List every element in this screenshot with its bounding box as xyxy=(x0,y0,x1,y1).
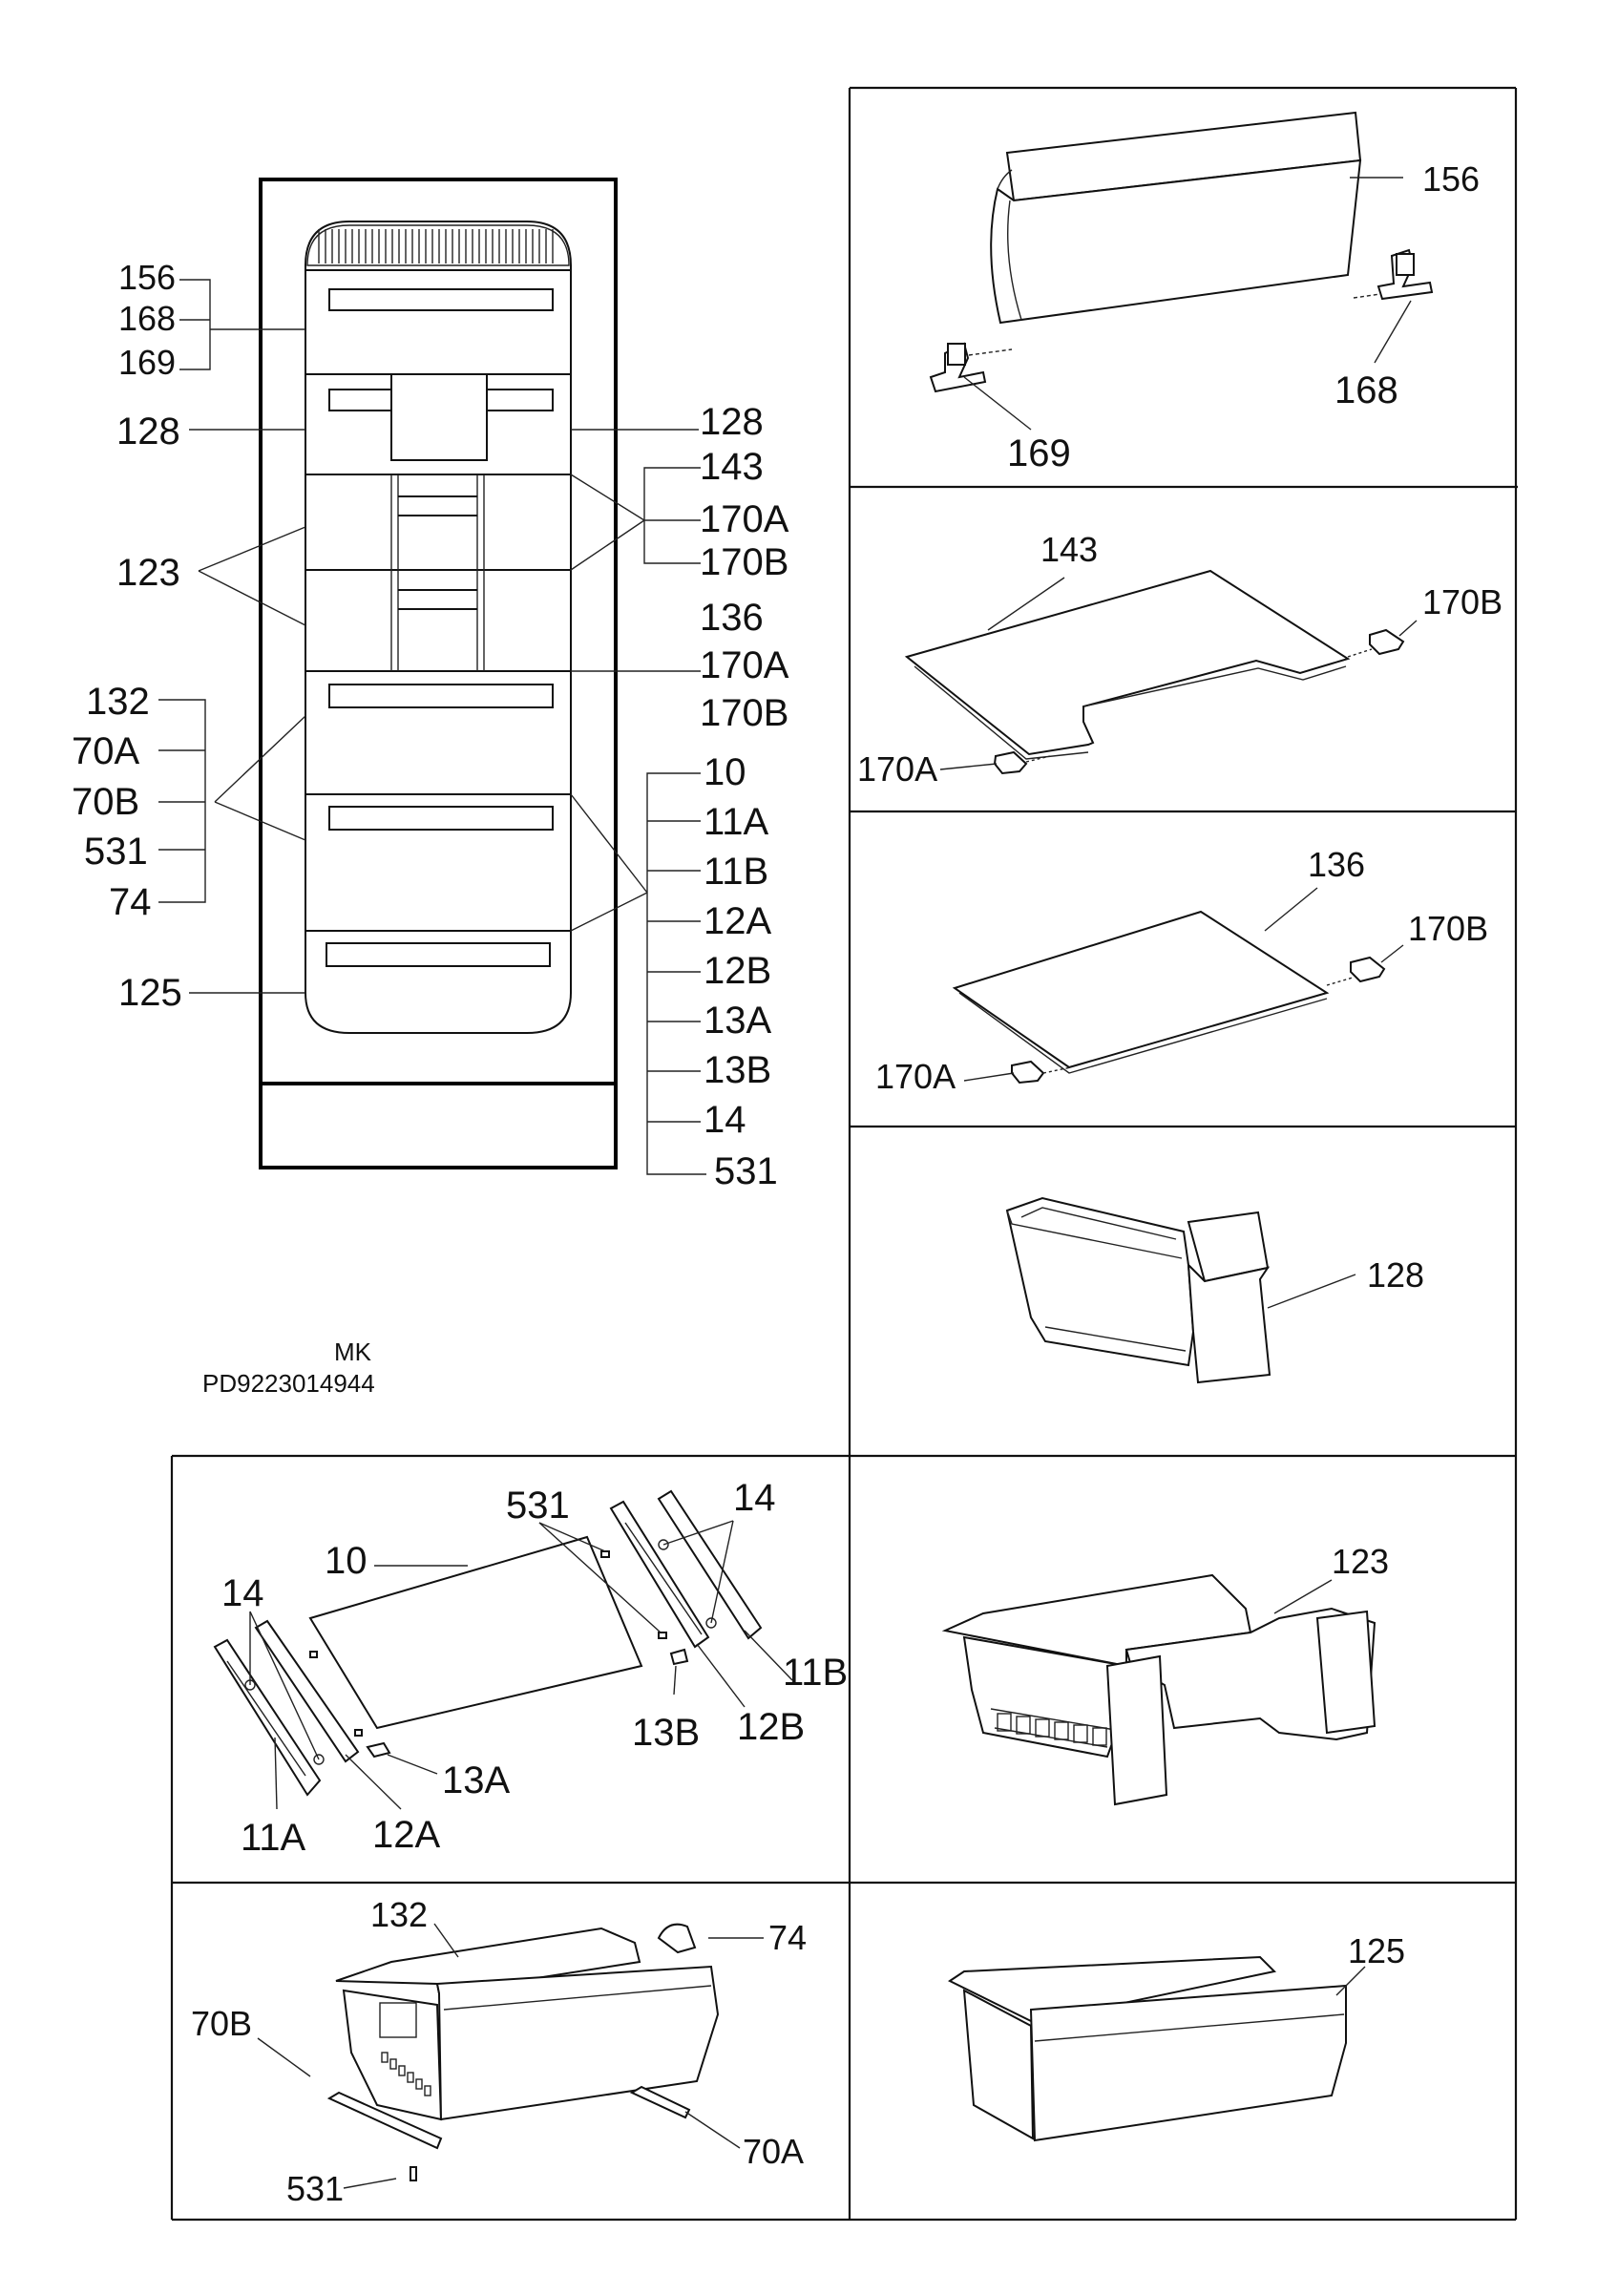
panel-bin-double: 123 xyxy=(941,1542,1389,1806)
rail-70A xyxy=(629,2085,691,2119)
label-14: 14 xyxy=(704,1099,746,1141)
rail-11A xyxy=(213,1638,322,1797)
label-125: 125 xyxy=(118,972,182,1014)
drawer-132-left-side xyxy=(342,1989,443,2121)
stop-13B xyxy=(669,1648,689,1666)
clip-170B-1 xyxy=(1369,628,1405,656)
label-12B-panel: 12B xyxy=(737,1706,805,1748)
label-531-left: 531 xyxy=(84,831,148,873)
glass-10 xyxy=(308,1535,643,1730)
label-123: 123 xyxy=(116,552,180,594)
left-leaders xyxy=(158,279,306,994)
label-11B-panel: 11B xyxy=(783,1652,848,1694)
label-170A-2: 170A xyxy=(700,644,789,686)
label-123-panel: 123 xyxy=(1332,1542,1389,1581)
label-10: 10 xyxy=(704,751,746,793)
label-125-panel: 125 xyxy=(1348,1931,1405,1970)
label-13A-panel: 13A xyxy=(442,1759,510,1801)
fridge-overview: 156 168 169 128 123 132 70A 70B 531 74 1… xyxy=(72,178,789,1398)
label-128-right: 128 xyxy=(700,401,764,443)
label-170A-1: 170A xyxy=(700,498,789,540)
label-14-right: 14 xyxy=(733,1477,776,1519)
label-170B-1: 170B xyxy=(700,541,788,583)
label-70A-panel: 70A xyxy=(743,2132,804,2171)
hinge-168 xyxy=(1353,248,1434,364)
label-170A-panel2: 170A xyxy=(875,1057,956,1096)
drawer-125-rim xyxy=(948,1955,1277,2024)
model-code: MK xyxy=(334,1338,372,1366)
panel-door-bin: 128 xyxy=(1005,1196,1424,1384)
bin-123-right-body xyxy=(1124,1607,1376,1741)
glass-shelf-143 xyxy=(904,569,1351,756)
label-136-panel: 136 xyxy=(1308,845,1365,884)
label-70B-panel: 70B xyxy=(191,2004,252,2043)
label-70B: 70B xyxy=(72,781,139,823)
part-number: PD9223014944 xyxy=(202,1369,375,1398)
flap-body xyxy=(990,158,1362,325)
stop-13A xyxy=(366,1741,391,1759)
panel-shelf-notched: 143 170B 170A xyxy=(857,530,1502,789)
knob-74 xyxy=(657,1923,697,1954)
label-143-panel: 143 xyxy=(1040,530,1098,569)
right-leaders xyxy=(570,429,706,1175)
label-170B-2: 170B xyxy=(700,692,788,734)
label-13B: 13B xyxy=(704,1049,771,1091)
label-11B: 11B xyxy=(704,851,768,893)
label-169: 169 xyxy=(118,343,176,382)
label-11A-panel: 11A xyxy=(241,1817,306,1859)
label-531-right: 531 xyxy=(714,1150,778,1192)
vent-grille xyxy=(306,224,570,266)
panel-drawer: 74 70B 70A 531 132 xyxy=(191,1895,807,2208)
label-143: 143 xyxy=(700,446,764,488)
label-170B-panel2: 170B xyxy=(1408,909,1488,948)
label-70A: 70A xyxy=(72,730,139,772)
label-14-left: 14 xyxy=(221,1572,264,1614)
label-11A: 11A xyxy=(704,801,769,843)
bin-123-side-plate xyxy=(1315,1610,1376,1735)
label-132: 132 xyxy=(86,681,150,723)
label-12A-panel: 12A xyxy=(372,1814,440,1856)
panel-shelf-plain: 136 170B 170A xyxy=(875,845,1488,1096)
label-12B: 12B xyxy=(704,950,771,992)
label-169-panel: 169 xyxy=(1007,432,1071,474)
label-156-panel: 156 xyxy=(1422,159,1480,199)
drawer-125-left-side xyxy=(962,1989,1035,2140)
glass-shelf-136 xyxy=(952,910,1330,1069)
label-170B-panel1: 170B xyxy=(1422,582,1502,621)
label-156: 156 xyxy=(118,258,176,297)
label-13B-panel: 13B xyxy=(632,1712,700,1754)
label-10-panel: 10 xyxy=(325,1540,368,1582)
door-inner-outline xyxy=(305,221,572,1034)
label-136: 136 xyxy=(700,597,764,639)
label-531-panel-drawer: 531 xyxy=(286,2169,344,2208)
label-74: 74 xyxy=(109,881,152,923)
drawer-125-front xyxy=(1029,1984,1347,2142)
label-531-panel: 531 xyxy=(506,1485,570,1527)
drawer-132-front xyxy=(435,1965,720,2121)
label-128-left: 128 xyxy=(116,411,180,453)
label-13A: 13A xyxy=(704,1000,771,1042)
label-168-panel: 168 xyxy=(1334,369,1398,411)
label-74-panel: 74 xyxy=(768,1918,807,1957)
label-170A-panel1: 170A xyxy=(857,749,937,789)
label-132-panel: 132 xyxy=(370,1895,428,1934)
rail-70B xyxy=(326,2091,443,2150)
clip-170A-2 xyxy=(1011,1060,1045,1085)
bin-123-front-plate xyxy=(1105,1654,1168,1806)
clip-170B-2 xyxy=(1350,956,1386,983)
label-12A: 12A xyxy=(704,900,771,942)
guide-12A xyxy=(254,1619,360,1763)
bin-128-front xyxy=(1187,1262,1271,1384)
hinge-169 xyxy=(929,342,1032,431)
panel-drawer-bottom: 125 xyxy=(948,1931,1405,2142)
panel-flap: 156 168 169 xyxy=(929,111,1480,474)
bin-128-body xyxy=(1005,1196,1195,1367)
panel-glass-rails: 10 531 13A 14 11A 12A 1 xyxy=(213,1477,848,1859)
panel-grid xyxy=(170,86,1518,2222)
label-168: 168 xyxy=(118,299,176,338)
label-128-panel: 128 xyxy=(1367,1255,1424,1295)
